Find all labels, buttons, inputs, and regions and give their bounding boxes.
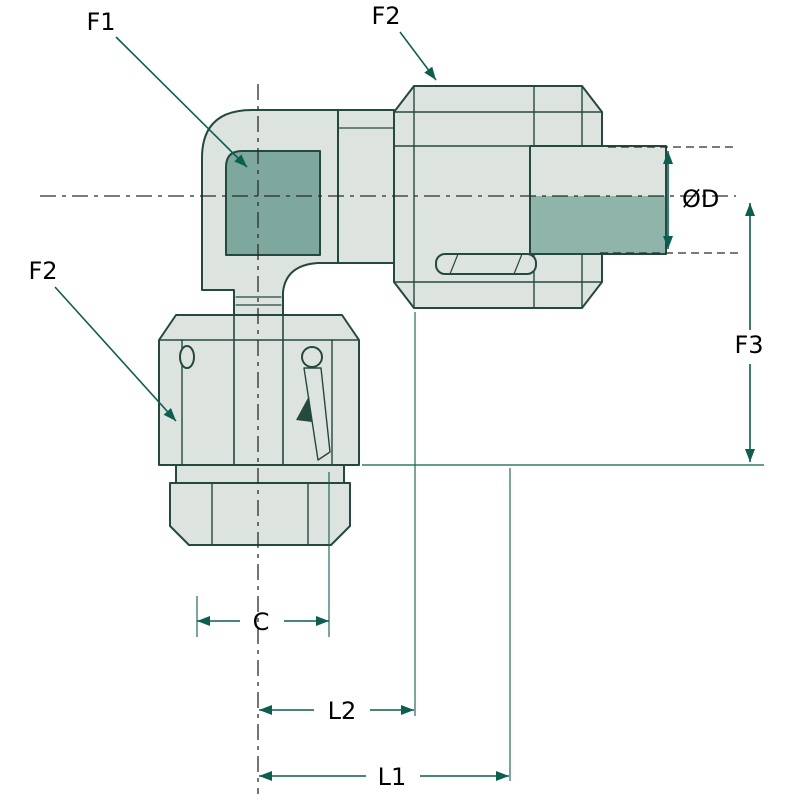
label-f2-left: F2 (28, 257, 57, 285)
label-l2: L2 (328, 697, 357, 725)
centerline-group (40, 84, 738, 794)
bottom-hex (169, 482, 351, 546)
label-l1: L1 (378, 763, 407, 791)
tube-lower-half-section (530, 196, 666, 254)
cone-pivot-ball (301, 346, 323, 368)
label-od: ØD (682, 185, 719, 213)
lower-nut-hole (179, 345, 195, 369)
leader-f2-top (399, 31, 437, 81)
washer (175, 464, 345, 484)
cutting-ring-line-1 (449, 253, 459, 275)
elbow-section-core (225, 150, 321, 256)
leader-f2-left (54, 286, 177, 422)
cone-detail (303, 367, 331, 461)
fitting-body-group (158, 85, 667, 546)
cutting-ring-line-2 (513, 253, 523, 275)
cutting-ring (435, 253, 537, 275)
label-f1: F1 (86, 8, 115, 36)
leader-f1 (115, 36, 248, 168)
label-group: F1 F2 F2 ØD F3 C L2 L1 (28, 2, 763, 791)
cone-wedge-mark (296, 396, 312, 422)
dimension-group (54, 31, 764, 781)
tube-upper-half (530, 146, 666, 196)
label-c: C (253, 608, 270, 636)
label-f2-top: F2 (371, 2, 400, 30)
label-f3: F3 (734, 331, 763, 359)
